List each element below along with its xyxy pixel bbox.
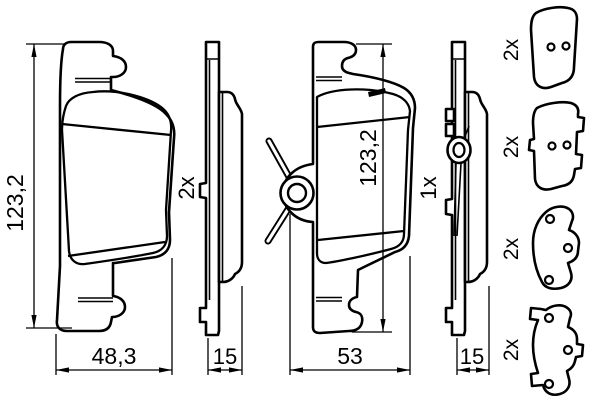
side2-ext-lines (456, 286, 490, 375)
dimensions (26, 43, 490, 375)
pad2-wear-mark (368, 88, 386, 97)
shim3-outline (531, 205, 581, 291)
clip-stem (463, 125, 470, 140)
pad2-side-thickness-label: 15 (460, 344, 484, 369)
arrowhead (457, 367, 489, 373)
pad2-chamfer-line-bottom (317, 229, 405, 242)
shim4-outline (528, 304, 585, 397)
labels: 123,2 48,3 2x 15 123,2 53 1x 15 2x 2x 2x… (2, 38, 523, 369)
pad2-side-friction-block (463, 90, 489, 284)
pad1-side-view (198, 40, 244, 337)
pad1-top-lug-lines (75, 77, 111, 83)
accessory-shims (527, 5, 586, 397)
pad1-side-friction-block (217, 90, 244, 284)
pad1-bottom-lug-lines (78, 297, 113, 303)
pad2-side-left-tabs (444, 107, 456, 138)
pad1-chamfer-line-bottom (67, 240, 166, 258)
pad1-height-label: 123,2 (2, 174, 28, 232)
pad1-friction-outline (60, 90, 173, 266)
pad2-front-view (264, 40, 417, 335)
shim4-hole-1 (543, 312, 555, 324)
shim3-hole-2 (562, 242, 574, 254)
pad2-side-view (444, 40, 489, 337)
pad2-width-ext-lines (289, 214, 411, 375)
shim3-hole-1 (544, 213, 556, 225)
shim1-hole-1 (546, 42, 556, 52)
pad1-width-label: 48,3 (92, 343, 137, 369)
shim1-quantity-label: 2x (500, 38, 523, 61)
shim2-quantity-label: 2x (500, 135, 523, 158)
sensor-ring-inner (286, 182, 308, 204)
clip-loop-inner (452, 141, 466, 159)
shim4-hole-3 (543, 378, 555, 390)
pad1-front-view (55, 40, 176, 333)
shim3-hole-3 (543, 274, 555, 286)
pad2-top-lug-lines (316, 76, 342, 82)
pad1-width-ext-lines (55, 258, 173, 375)
pad2-chamfer-line-top (316, 115, 411, 129)
shim4-hole-2 (562, 344, 574, 356)
pad2-side-quantity-label: 1x (416, 176, 441, 199)
shim3-quantity-label: 2x (500, 237, 523, 260)
shim2-hole-2 (562, 140, 572, 150)
pad2-height-label: 123,2 (355, 129, 381, 187)
shim2-hole-1 (547, 141, 557, 151)
arrowhead (290, 367, 410, 373)
shim4-quantity-label: 2x (500, 338, 523, 361)
side1-ext-lines (207, 286, 243, 375)
clip-tails (453, 162, 462, 237)
pad1-chamfer-line-top (61, 122, 172, 137)
pad1-side-inner-lines (206, 58, 224, 300)
pad1-side-quantity-label: 2x (174, 176, 199, 199)
pad2-width-label: 53 (337, 343, 363, 369)
shim1-hole-2 (561, 41, 571, 51)
pad1-backplate-outline (55, 40, 176, 333)
pad2-bottom-lug-lines (316, 296, 342, 302)
arrowhead (208, 367, 242, 373)
pad2-height-ext-lines (352, 43, 392, 333)
arrowhead (56, 367, 172, 373)
pad1-side-thickness-label: 15 (213, 344, 237, 369)
